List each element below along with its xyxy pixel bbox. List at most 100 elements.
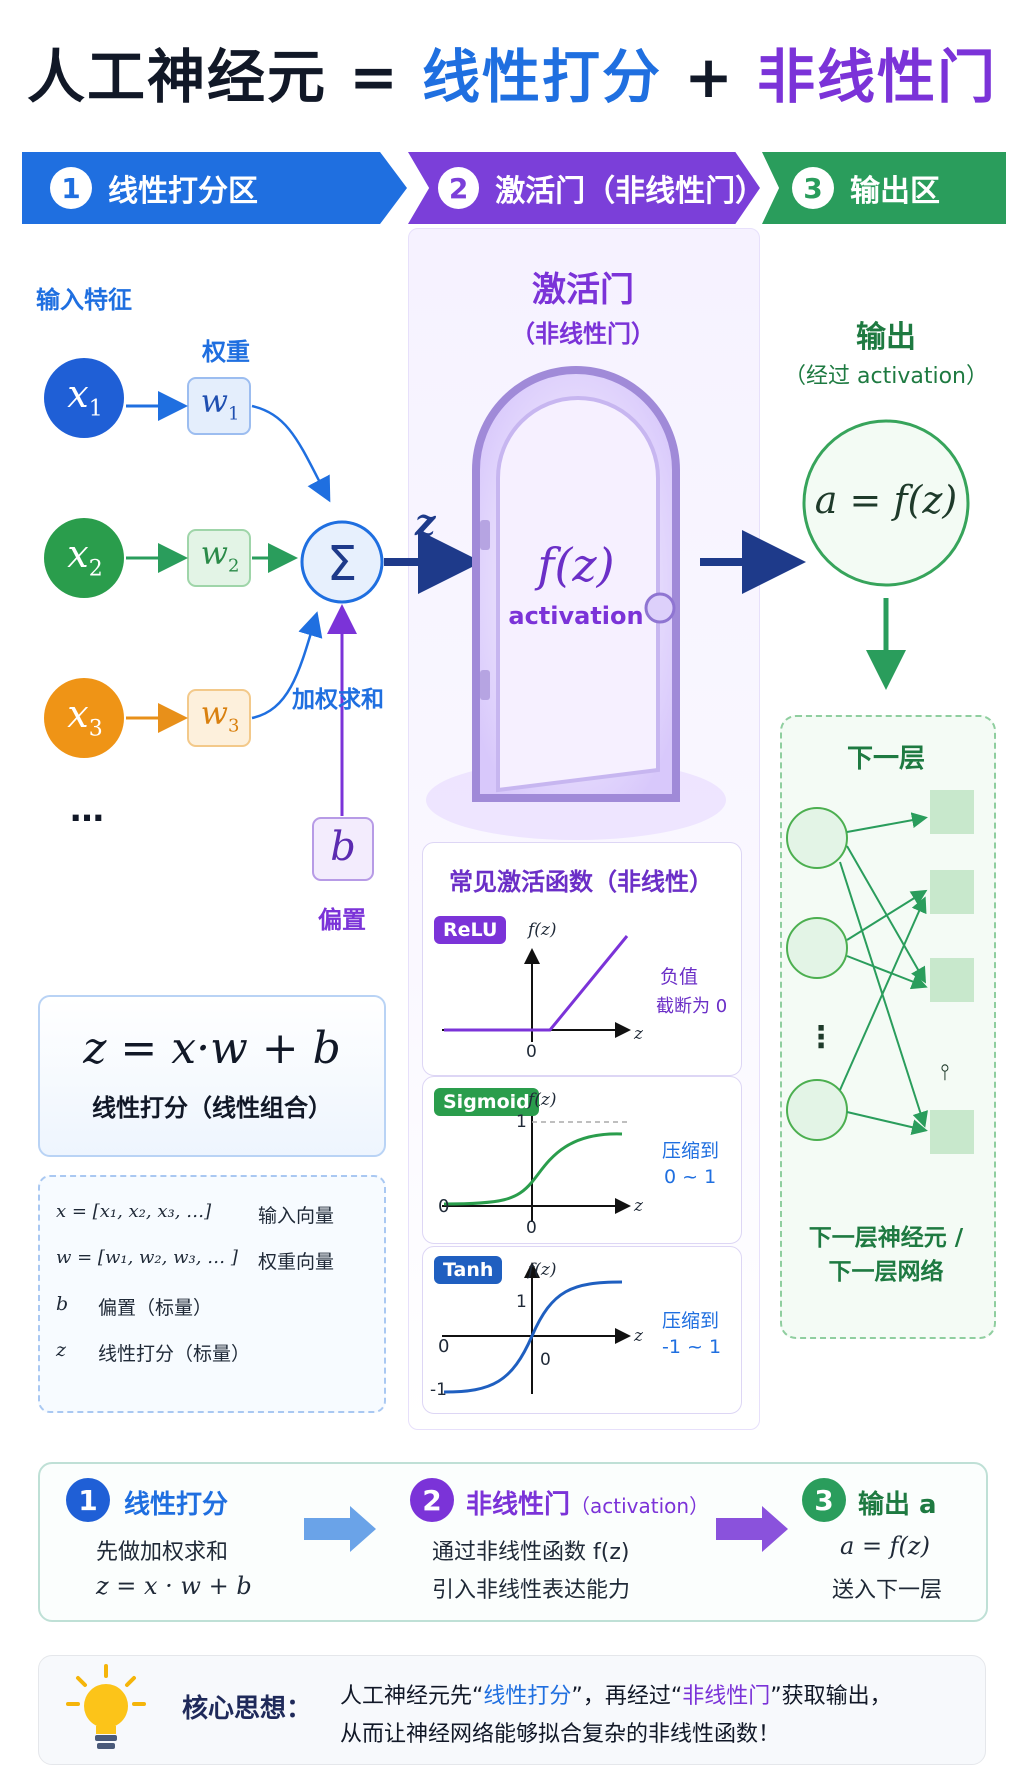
tanh-axis-y: f(z) — [528, 1260, 557, 1280]
summary-step-1-line-2: z = x · w + b — [96, 1572, 252, 1600]
output-title: 输出 — [856, 320, 916, 355]
relu-axis-y: f(z) — [528, 920, 557, 940]
summary-step-3-title: 输出 a — [858, 1490, 937, 1520]
x1-label: x1 — [67, 372, 103, 422]
weighted-sum-label: 加权求和 — [292, 687, 384, 713]
core-idea-line-1: 人工神经元先“线性打分”，再经过“非线性门”获取输出， — [340, 1684, 892, 1709]
core-idea-label: 核心思想： — [182, 1694, 313, 1724]
formula-box: z = x·w + b 线性打分（线性组合） — [38, 995, 386, 1157]
output-subtitle: （经过 activation） — [784, 364, 988, 389]
summary-step-2-line-1: 通过非线性函数 f(z) — [432, 1540, 630, 1565]
door-panel — [496, 396, 660, 793]
summary-step-3-line-1: a = f(z) — [840, 1532, 930, 1560]
tanh-note-2: -1 ~ 1 — [662, 1336, 722, 1358]
sigmoid-curve — [443, 1132, 623, 1206]
banner-label: 激活门（非线性门） — [495, 174, 766, 209]
gate-subtitle: （非线性门） — [511, 320, 655, 348]
input-features-label: 输入特征 — [36, 286, 132, 314]
summary-step-2-number: 2 — [410, 1478, 454, 1522]
next-layer-title: 下一层 — [846, 744, 925, 774]
relu-card — [422, 842, 742, 1076]
w2-label: w2 — [200, 534, 240, 577]
tanh-zero-left: 0 — [438, 1336, 450, 1357]
x2-label: x2 — [67, 532, 103, 582]
relu-zero: 0 — [526, 1042, 537, 1062]
sigmoid-one: 1 — [516, 1112, 527, 1132]
sigmoid-axis-x: z — [634, 1196, 643, 1216]
relu-axis-x: z — [634, 1024, 643, 1044]
next-layer-dots-right: ⫯ — [940, 1060, 950, 1085]
bias-box — [312, 817, 374, 881]
tanh-axis-x: z — [634, 1326, 643, 1346]
weights-label: 权重 — [202, 338, 250, 366]
output-formula: a = f(z) — [814, 478, 958, 522]
summary-step-3-number: 3 — [802, 1478, 846, 1522]
next-layer-network — [786, 790, 974, 1154]
sigmoid-note-1: 压缩到 — [662, 1140, 720, 1162]
core-idea-line-2: 从而让神经网络能够拟合复杂的非线性函数！ — [340, 1722, 781, 1747]
bias-symbol: b — [330, 824, 356, 870]
definitions-list: x = [x₁, x₂, x₃, …]输入向量 w = [w₁, w₂, w₃,… — [56, 1201, 376, 1385]
sigmoid-zero: 0 — [526, 1218, 537, 1238]
tanh-tag: Tanh — [434, 1256, 503, 1284]
sigma-symbol: Σ — [326, 536, 358, 592]
input-node-x2 — [44, 518, 124, 598]
relu-note-2: 截断为 0 — [656, 996, 728, 1017]
linear-formula-label: 线性打分（线性组合） — [92, 1094, 332, 1122]
section-banner-output: 3 输出区 — [762, 152, 1006, 224]
summary-step-3-line-2: 送入下一层 — [832, 1578, 943, 1603]
step-number: 2 — [438, 167, 480, 209]
next-layer-caption-2: 下一层网络 — [828, 1259, 944, 1285]
door-knob — [644, 592, 676, 624]
gate-title: 激活门 — [532, 270, 634, 310]
more-inputs-ellipsis: … — [70, 790, 104, 830]
core-idea-box — [38, 1655, 986, 1765]
sigmoid-note-2: 0 ~ 1 — [664, 1166, 717, 1188]
definition-row: w = [w₁, w₂, w₃, … ]权重向量 — [56, 1247, 335, 1273]
sigmoid-tag: Sigmoid — [434, 1088, 539, 1116]
sum-node — [300, 520, 384, 604]
next-layer-dots: ⋮ — [806, 1020, 836, 1055]
tanh-note-1: 压缩到 — [662, 1310, 720, 1332]
page-title: 人工神经元 = 线性打分 + 非线性门 — [27, 43, 997, 111]
summary-arrow-2 — [716, 1506, 788, 1552]
w1-label: w1 — [200, 382, 240, 425]
definition-row: x = [x₁, x₂, x₃, …]输入向量 — [56, 1201, 335, 1227]
input-node-x3 — [44, 678, 124, 758]
section-banner-activation: 2 激活门（非线性门） — [408, 152, 760, 224]
neuron-diagram — [44, 358, 970, 881]
w3-label: w3 — [200, 694, 240, 737]
lightbulb-icon — [66, 1664, 146, 1749]
gate-activation-label: activation — [508, 602, 644, 630]
summary-step-2-line-2: 引入非线性表达能力 — [432, 1578, 631, 1603]
linear-formula: z = x·w + b — [83, 1023, 341, 1074]
sigmoid-zero-left: 0 — [438, 1196, 450, 1217]
z-label: z — [415, 502, 436, 544]
tanh-zero: 0 — [540, 1350, 551, 1370]
activation-plots — [442, 935, 631, 1394]
summary-step-1-title: 线性打分 — [124, 1490, 229, 1520]
relu-curve — [444, 935, 629, 1032]
tanh-one: 1 — [516, 1292, 527, 1312]
summary-step-1-line-1: 先做加权求和 — [96, 1540, 229, 1565]
output-node — [802, 419, 970, 587]
tanh-curve — [443, 1280, 623, 1394]
next-layer-caption-1: 下一层神经元 / — [808, 1225, 964, 1251]
banner-label: 输出区 — [850, 174, 940, 209]
step-number: 1 — [50, 167, 92, 209]
bias-label: 偏置 — [318, 906, 366, 934]
section-banner-linear: 1 线性打分区 — [22, 152, 407, 224]
tanh-neg-one: -1 — [430, 1380, 447, 1400]
weight-box-w1 — [187, 377, 251, 435]
relu-note-1: 负值 — [660, 966, 699, 988]
weight-box-w3 — [187, 689, 251, 747]
x3-label: x3 — [67, 692, 103, 742]
relu-tag: ReLU — [434, 916, 507, 944]
step-number: 3 — [792, 167, 834, 209]
gate-function: f(z) — [537, 538, 615, 592]
summary-step-1-number: 1 — [66, 1478, 110, 1522]
weight-box-w2 — [187, 529, 251, 587]
input-node-x1 — [44, 358, 124, 438]
